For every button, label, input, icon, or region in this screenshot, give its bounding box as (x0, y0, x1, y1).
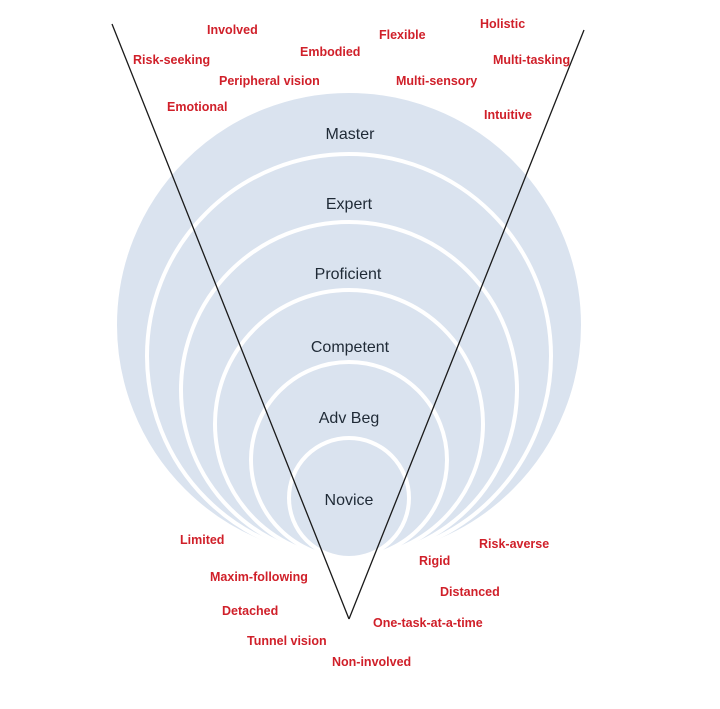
trait-top: Flexible (379, 28, 426, 42)
trait-bottom: Tunnel vision (247, 634, 327, 648)
trait-bottom: Maxim-following (210, 570, 308, 584)
level-label-proficient: Proficient (315, 266, 382, 283)
trait-top: Peripheral vision (219, 74, 320, 88)
trait-bottom: Limited (180, 533, 224, 547)
trait-bottom: Non-involved (332, 655, 411, 669)
v-line-left (111, 23, 350, 620)
level-label-adv-beg: Adv Beg (319, 410, 379, 427)
trait-bottom: Rigid (419, 554, 450, 568)
trait-top: Holistic (480, 17, 525, 31)
trait-top: Involved (207, 23, 258, 37)
trait-bottom: One-task-at-a-time (373, 616, 483, 630)
level-label-novice: Novice (325, 492, 374, 509)
v-line-right (348, 29, 585, 620)
level-label-expert: Expert (326, 196, 373, 213)
trait-bottom: Risk-averse (479, 537, 549, 551)
trait-top: Embodied (300, 45, 360, 59)
circle-novice (287, 436, 411, 560)
trait-bottom: Detached (222, 604, 278, 618)
trait-top: Intuitive (484, 108, 532, 122)
trait-top: Emotional (167, 100, 227, 114)
level-label-master: Master (326, 126, 376, 143)
trait-top: Multi-sensory (396, 74, 477, 88)
level-label-competent: Competent (311, 339, 390, 356)
trait-bottom: Distanced (440, 585, 500, 599)
trait-top: Risk-seeking (133, 53, 210, 67)
trait-top: Multi-tasking (493, 53, 570, 67)
